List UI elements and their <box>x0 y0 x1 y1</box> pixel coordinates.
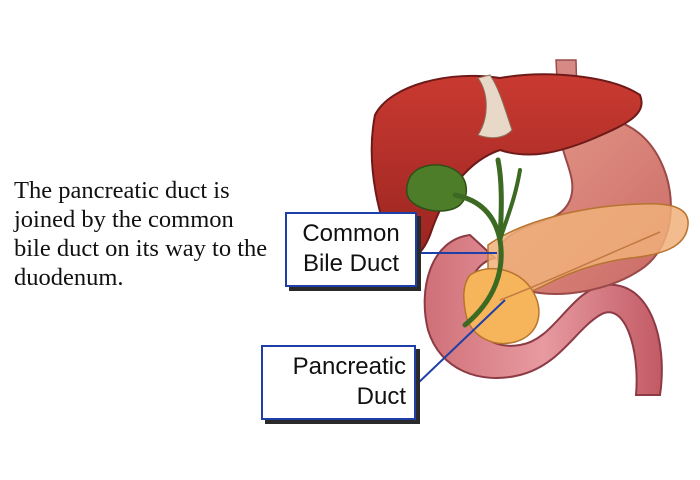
pancreas <box>487 203 689 297</box>
common-bile-duct-label-line-2: Bile Duct <box>302 250 400 277</box>
pancreatic-duct-label-line-1: Pancreatic <box>292 353 406 380</box>
pancreatic-duct-label-line-2: Duct <box>356 383 406 410</box>
pancreas-head <box>463 267 540 345</box>
pancreatic-duct-label: Pancreatic Duct <box>261 345 416 420</box>
common-bile-duct-label-line-1: Common <box>302 220 400 247</box>
pancreatic-duct-leader <box>415 299 506 386</box>
gallbladder <box>405 164 467 212</box>
liver-ligament <box>477 74 513 139</box>
hepatic-duct <box>495 157 504 243</box>
common-bile-duct-label: Common Bile Duct <box>285 212 417 287</box>
pancreatic-duct-path <box>499 231 661 301</box>
hepatic-duct-right <box>498 168 522 242</box>
caption-text: The pancreatic duct is joined by the com… <box>14 177 268 291</box>
